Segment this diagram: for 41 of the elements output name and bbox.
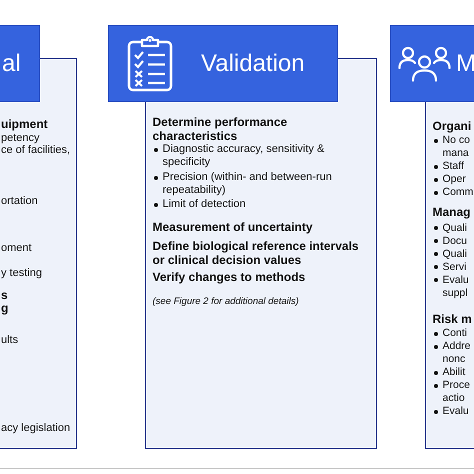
list-item: Addre nonc [442,340,472,366]
header-banner [0,25,40,102]
note-text: (see Figure 2 for additional details) [152,296,300,308]
list-item: Servi [442,260,468,274]
text-line: oment [1,242,33,254]
list-item: Diagnostic accuracy, sensitivity & specificity [162,143,326,169]
text-line: ce of facilities, [1,144,72,156]
section-heading: Risk m [432,312,473,326]
list-item: No co mana [442,134,471,160]
section-heading: Define biological reference intervals or clinical decision values [152,240,360,267]
text-line: ortation [1,194,39,206]
header-banner [390,25,474,102]
text-line: petency [1,132,41,144]
section-heading: Manag [432,206,472,220]
list-item: Quali [442,222,468,234]
section-heading: Organi [432,120,472,133]
section-heading: Measurement of uncertainty [152,221,314,234]
list-item: Precision (within- and between-run repeatability) [162,171,333,197]
panel-title: al [2,50,21,78]
panel-card [425,101,474,449]
list-item: Quali [442,248,468,260]
list-item: Oper [442,173,467,186]
list-item: Proce actio [442,379,471,405]
list-item: Abilit [442,366,466,379]
section-heading: Verify changes to methods [152,271,306,284]
text-line: ults [1,334,20,346]
list-item: Limit of detection [162,198,247,211]
section-heading: s g [1,288,9,316]
section-heading: Determine performance characteristics [152,116,288,143]
section-heading: uipment [1,118,49,132]
panel-title: Validation [201,50,305,78]
list-item: Evalu suppl [442,274,470,300]
list-item: Staff [442,160,465,173]
list-item: Conti [442,327,468,340]
header-banner [108,25,338,102]
list-item: Comm [442,186,474,199]
list-item: Evalu [442,405,470,418]
list-item: Docu [442,234,468,248]
panel-title: M [456,50,474,78]
text-line: y testing [1,266,43,278]
text-line: acy legislation [1,422,72,434]
